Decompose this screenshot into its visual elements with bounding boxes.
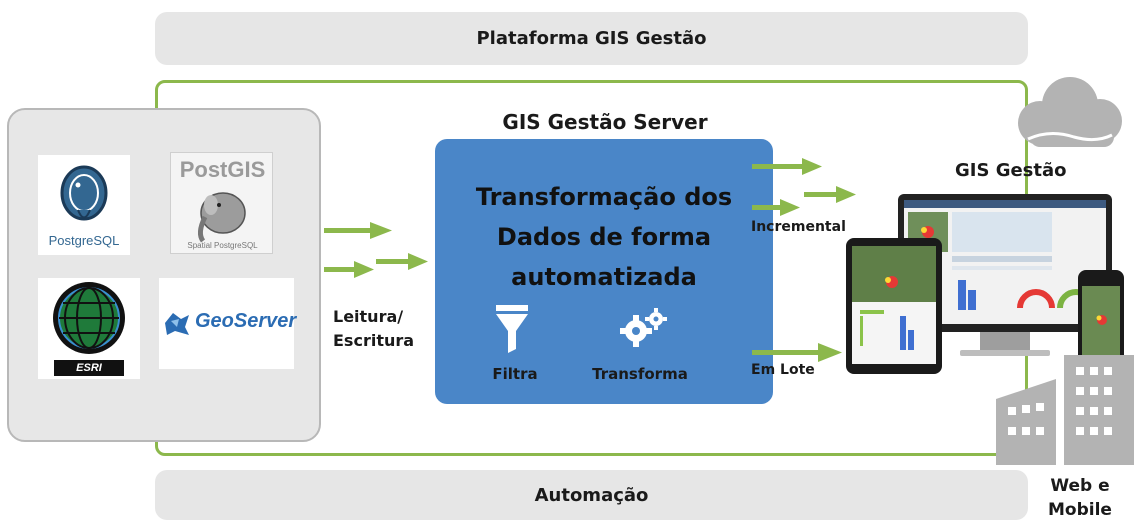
postgresql-logo: PostgreSQL bbox=[38, 155, 130, 255]
arrow-right-icon bbox=[752, 158, 822, 175]
buildings-icon bbox=[996, 355, 1134, 465]
postgresql-elephant-icon bbox=[60, 165, 108, 221]
geoserver-shape-icon bbox=[165, 313, 189, 335]
geoserver-logo: GeoServer bbox=[159, 278, 297, 369]
smartphone-icon bbox=[1078, 270, 1124, 380]
esri-label: ESRI bbox=[54, 360, 124, 376]
arrow-right-icon bbox=[804, 186, 856, 203]
transform-label: Transforma bbox=[592, 365, 688, 383]
incremental-arrows bbox=[752, 158, 856, 216]
read-write-label: Leitura/ Escritura bbox=[333, 307, 415, 350]
output-title: GIS Gestão bbox=[955, 160, 1067, 181]
server-title: GIS Gestão Server bbox=[502, 110, 708, 134]
cloud-icon bbox=[1018, 77, 1122, 147]
geoserver-label: GeoServer bbox=[195, 310, 297, 332]
automation-bar: Automação bbox=[155, 470, 1028, 520]
tablet-icon bbox=[846, 238, 942, 374]
filter-label: Filtra bbox=[492, 365, 538, 383]
arrow-right-icon bbox=[752, 199, 800, 216]
arrow-right-icon bbox=[324, 222, 392, 239]
batch-arrow bbox=[752, 343, 842, 362]
batch-label: Em Lote bbox=[751, 362, 815, 378]
arrow-right-icon bbox=[324, 261, 374, 278]
devices-illustration bbox=[846, 194, 1124, 380]
postgis-logo: PostGIS Spatial PostgreSQL bbox=[170, 152, 273, 254]
web-mobile-label: Web e Mobile bbox=[1048, 476, 1112, 520]
postgis-title: PostGIS bbox=[179, 157, 266, 182]
server-box: Transformação dos Dados de forma automat… bbox=[435, 139, 773, 404]
platform-title-bar: Plataforma GIS Gestão bbox=[155, 12, 1028, 65]
postgresql-label: PostgreSQL bbox=[48, 233, 120, 248]
platform-title: Plataforma GIS Gestão bbox=[476, 28, 707, 49]
filter-funnel-icon bbox=[496, 305, 528, 353]
arrow-right-icon bbox=[376, 253, 428, 270]
read-write-arrows bbox=[324, 222, 428, 278]
gears-icon bbox=[620, 308, 667, 347]
globe-grid-icon bbox=[53, 282, 125, 354]
postgis-elephant-icon bbox=[197, 192, 246, 243]
postgis-subtitle: Spatial PostgreSQL bbox=[187, 241, 258, 250]
automation-title: Automação bbox=[534, 484, 649, 506]
incremental-label: Incremental bbox=[751, 219, 846, 235]
server-main-text: Transformação dos Dados de forma automat… bbox=[475, 183, 733, 291]
arrow-right-icon bbox=[752, 343, 842, 362]
esri-logo: ESRI bbox=[38, 278, 140, 379]
